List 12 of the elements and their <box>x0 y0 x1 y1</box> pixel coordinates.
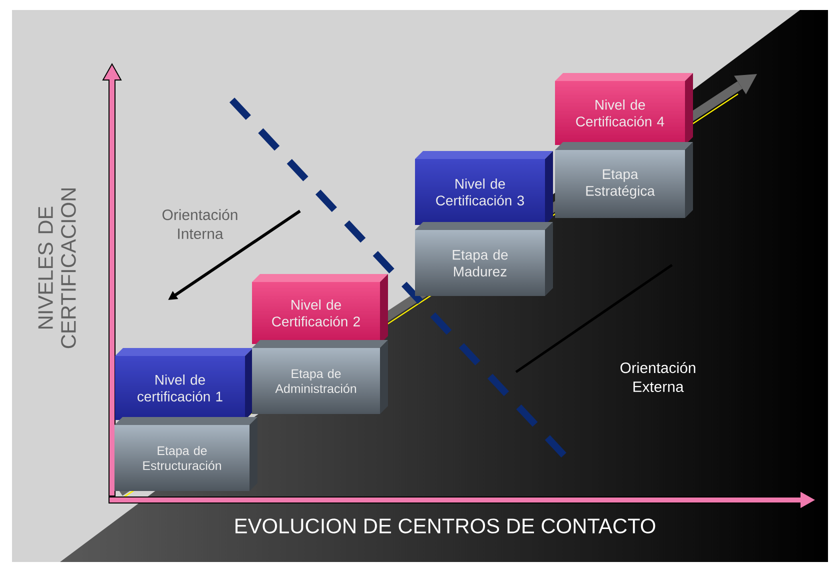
certification-block: Etapa Estratégica <box>555 142 693 218</box>
certification-block: Etapa de Estructuración <box>114 417 258 491</box>
axis-title: EVOLUCION DE CENTROS DE CONTACTO <box>236 518 656 534</box>
certification-block: Nivel de certificación 1 <box>115 348 253 420</box>
region-label: Orientación Interna <box>162 208 238 240</box>
certification-block: Nivel de Certificación 4 <box>555 73 693 145</box>
certification-block: Nivel de Certificación 3 <box>415 151 553 225</box>
certification-block: Nivel de Certificación 2 <box>252 274 388 344</box>
region-label: Orientación Externa <box>620 362 696 392</box>
axis-title: NIVELES DE CERTIFICACION <box>38 188 76 348</box>
certification-block: Etapa de Madurez <box>415 222 553 296</box>
certification-block: Etapa de Administración <box>252 340 388 414</box>
